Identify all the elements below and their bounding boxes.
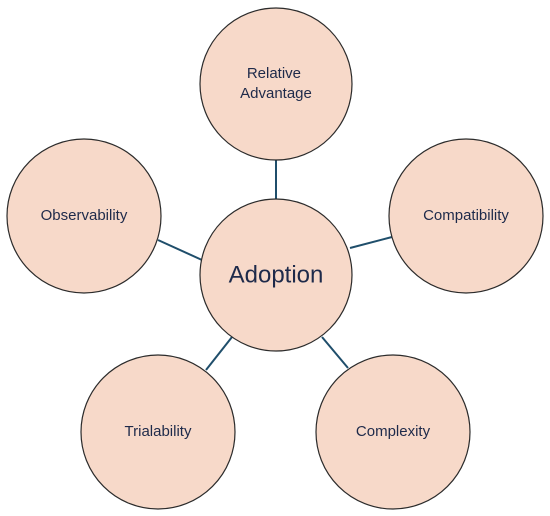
center-circle <box>199 198 353 352</box>
connector-complexity <box>321 336 349 369</box>
node-complexity-circle <box>315 354 471 510</box>
node-observability: Observability <box>6 138 162 294</box>
node-observability-circle <box>6 138 162 294</box>
node-observability-label: Observability <box>41 207 128 224</box>
node-relative-advantage-line-2: Advantage <box>240 85 312 102</box>
node-relative-advantage-line-1: Relative <box>247 65 301 82</box>
node-relative-advantage-circle <box>199 7 353 161</box>
node-trialability-label: Trialability <box>125 423 192 440</box>
connector-compatibility <box>349 236 393 249</box>
node-compatibility-circle <box>388 138 544 294</box>
node-compatibility: Compatibility <box>388 138 544 294</box>
node-relative-advantage-label: Relative Advantage <box>240 65 312 102</box>
connectors <box>157 159 393 371</box>
center-label: Adoption <box>229 261 324 288</box>
connector-observability <box>157 239 203 261</box>
node-center-adoption: Adoption <box>199 198 353 352</box>
node-complexity-label: Complexity <box>356 423 431 440</box>
node-complexity: Complexity <box>315 354 471 510</box>
node-relative-advantage: Relative Advantage <box>199 7 353 161</box>
node-trialability-circle <box>80 354 236 510</box>
node-trialability: Trialability <box>80 354 236 510</box>
node-compatibility-label: Compatibility <box>423 207 509 224</box>
connector-trialability <box>205 336 233 371</box>
